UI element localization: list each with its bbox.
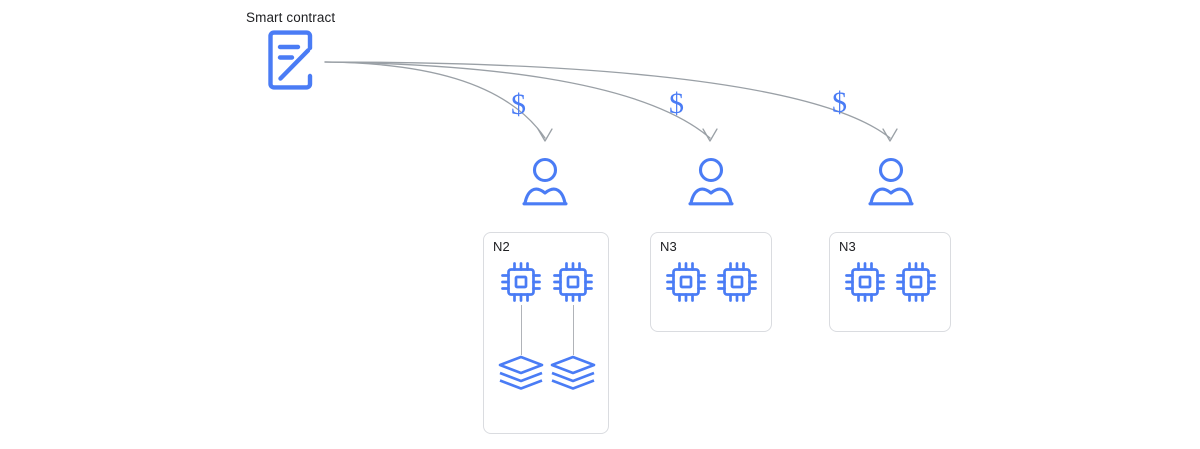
chip-icon <box>498 259 544 305</box>
arrow-path-3 <box>324 61 891 139</box>
chip-icon <box>842 259 888 305</box>
dollar-sign-icon: $ <box>832 86 847 119</box>
arrow-head-2 <box>702 128 718 142</box>
node-label: N3 <box>660 239 677 254</box>
chip-storage-connector <box>573 305 574 355</box>
chip-icon <box>893 259 939 305</box>
arrow-head-1 <box>537 128 553 142</box>
node-label: N2 <box>493 239 510 254</box>
node-box[interactable]: N3 <box>829 232 951 332</box>
dollar-sign-icon: $ <box>511 88 526 121</box>
person-icon <box>684 156 738 208</box>
person-icon <box>864 156 918 208</box>
person-icon <box>518 156 572 208</box>
node-box[interactable]: N3 <box>650 232 772 332</box>
smart-contract-label: Smart contract <box>246 10 336 25</box>
contract-document-icon <box>264 28 322 92</box>
node-box[interactable]: N2 <box>483 232 609 434</box>
chip-icon <box>550 259 596 305</box>
layers-icon <box>548 354 598 394</box>
chip-icon <box>663 259 709 305</box>
layers-icon <box>496 354 546 394</box>
chip-icon <box>714 259 760 305</box>
node-label: N3 <box>839 239 856 254</box>
dollar-sign-icon: $ <box>669 87 684 120</box>
arrow-head-3 <box>882 128 898 142</box>
chip-storage-connector <box>521 305 522 355</box>
